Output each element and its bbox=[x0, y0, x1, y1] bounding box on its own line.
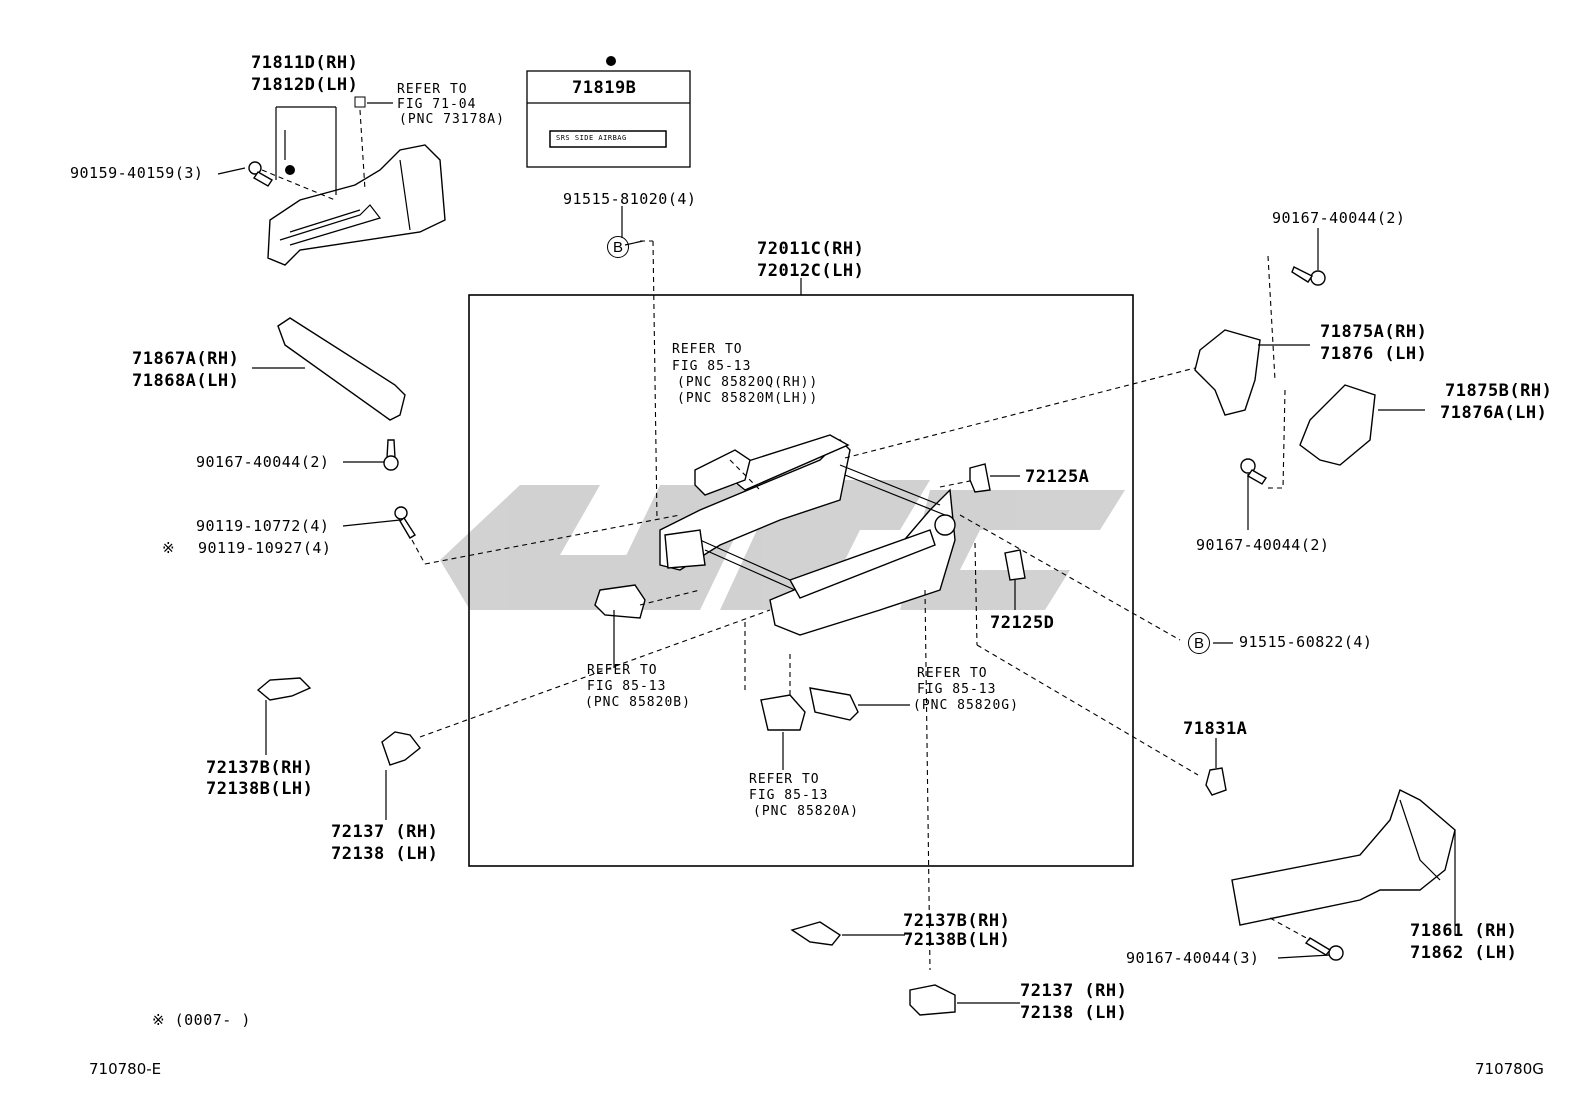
refer-note: (PNC 73178A) bbox=[399, 112, 505, 127]
airbag-sticker bbox=[549, 130, 667, 148]
shield-cover-icon bbox=[1231, 789, 1456, 926]
marker-b: B bbox=[607, 236, 629, 258]
screw-icon bbox=[1240, 266, 1326, 485]
airbag-sticker-text: SRS SIDE AIRBAG bbox=[556, 134, 627, 142]
clip-icon bbox=[354, 96, 366, 108]
screw-icon bbox=[383, 439, 399, 471]
part-number-end-cap: 72138B(LH) bbox=[206, 779, 314, 799]
screw-icon bbox=[1304, 937, 1344, 961]
refer-note: (PNC 85820M(LH)) bbox=[677, 391, 819, 406]
part-number-shield: 71861 (RH) bbox=[1410, 921, 1518, 941]
refer-note: FIG 71-04 bbox=[397, 97, 477, 112]
bolt-icon bbox=[394, 506, 416, 539]
part-number-bracket: 71875A(RH) bbox=[1320, 322, 1428, 342]
part-number-end-cap: 72138 (LH) bbox=[1020, 1003, 1128, 1023]
part-number-rail-cover: 71867A(RH) bbox=[132, 349, 240, 369]
part-number-end-cap: 72138 (LH) bbox=[331, 844, 439, 864]
part-number-cap: 72125D bbox=[990, 613, 1055, 633]
caution-label-box bbox=[526, 70, 691, 168]
part-number-screw: 90167-40044(3) bbox=[1126, 949, 1260, 967]
part-number-bracket: 71876A(LH) bbox=[1440, 403, 1548, 423]
refer-note: REFER TO bbox=[672, 342, 743, 357]
screw-icon bbox=[248, 161, 273, 187]
part-number-armrest-lh: 71812D(LH) bbox=[251, 75, 359, 95]
refer-note: FIG 85-13 bbox=[749, 788, 829, 803]
outer-cover-part bbox=[267, 144, 446, 266]
marker-dot bbox=[606, 56, 616, 66]
part-number-screw: 90167-40044(2) bbox=[1196, 536, 1330, 554]
cap-icon bbox=[969, 463, 1026, 581]
refer-note: (PNC 85820Q(RH)) bbox=[677, 375, 819, 390]
part-number-armrest-rh: 71811D(RH) bbox=[251, 53, 359, 73]
refer-note: REFER TO bbox=[917, 666, 988, 681]
clip-icon bbox=[1205, 767, 1227, 796]
footnote: ※ (0007- ) bbox=[152, 1011, 251, 1029]
rail-cover-icon bbox=[277, 317, 406, 421]
part-number-end-cap: 72137B(RH) bbox=[206, 758, 314, 778]
end-cap-icon bbox=[256, 677, 421, 766]
part-number-bracket: 71876 (LH) bbox=[1320, 344, 1428, 364]
refer-note: FIG 85-13 bbox=[672, 359, 752, 374]
part-number-bolt: 90119-10772(4) bbox=[196, 517, 330, 535]
figure-code-right: 710780G bbox=[1475, 1060, 1544, 1078]
part-number-cap: 72125A bbox=[1025, 467, 1090, 487]
part-number-screw: 90159-40159(3) bbox=[70, 164, 204, 182]
refer-note: REFER TO bbox=[587, 663, 658, 678]
marker-b: B bbox=[1188, 632, 1210, 654]
note-mark: ※ bbox=[162, 539, 176, 557]
part-number-clip: 71831A bbox=[1183, 719, 1248, 739]
figure-code-left: 710780-E bbox=[89, 1060, 162, 1078]
part-number-end-cap: 72138B(LH) bbox=[903, 930, 1011, 950]
part-number-shield: 71862 (LH) bbox=[1410, 943, 1518, 963]
watermark-logo bbox=[440, 480, 1125, 610]
bracket-icon bbox=[1194, 329, 1376, 466]
part-number-rail-cover: 71868A(LH) bbox=[132, 371, 240, 391]
part-number-bracket: 71875B(RH) bbox=[1445, 381, 1553, 401]
end-cap-icon bbox=[790, 921, 956, 1016]
refer-note: FIG 85-13 bbox=[587, 679, 667, 694]
part-number-label: 71819B bbox=[572, 78, 637, 98]
refer-note: REFER TO bbox=[397, 82, 468, 97]
motor-icon bbox=[594, 449, 859, 731]
seat-track-frame bbox=[659, 434, 956, 636]
refer-note: REFER TO bbox=[749, 772, 820, 787]
part-number-end-cap: 72137 (RH) bbox=[1020, 981, 1128, 1001]
refer-note: (PNC 85820G) bbox=[913, 698, 1019, 713]
part-number-bolt: 91515-60822(4) bbox=[1239, 633, 1373, 651]
part-number-end-cap: 72137 (RH) bbox=[331, 822, 439, 842]
part-number-bolt: 91515-81020(4) bbox=[563, 190, 697, 208]
part-number-frame-rh: 72011C(RH) bbox=[757, 239, 865, 259]
refer-note: (PNC 85820B) bbox=[585, 695, 691, 710]
part-number-end-cap: 72137B(RH) bbox=[903, 911, 1011, 931]
part-number-screw: 90167-40044(2) bbox=[1272, 209, 1406, 227]
part-number-frame-lh: 72012C(LH) bbox=[757, 261, 865, 281]
part-number-screw: 90167-40044(2) bbox=[196, 453, 330, 471]
refer-note: FIG 85-13 bbox=[917, 682, 997, 697]
refer-note: (PNC 85820A) bbox=[753, 804, 859, 819]
part-number-bolt: 90119-10927(4) bbox=[198, 539, 332, 557]
clip-icon bbox=[285, 165, 295, 175]
